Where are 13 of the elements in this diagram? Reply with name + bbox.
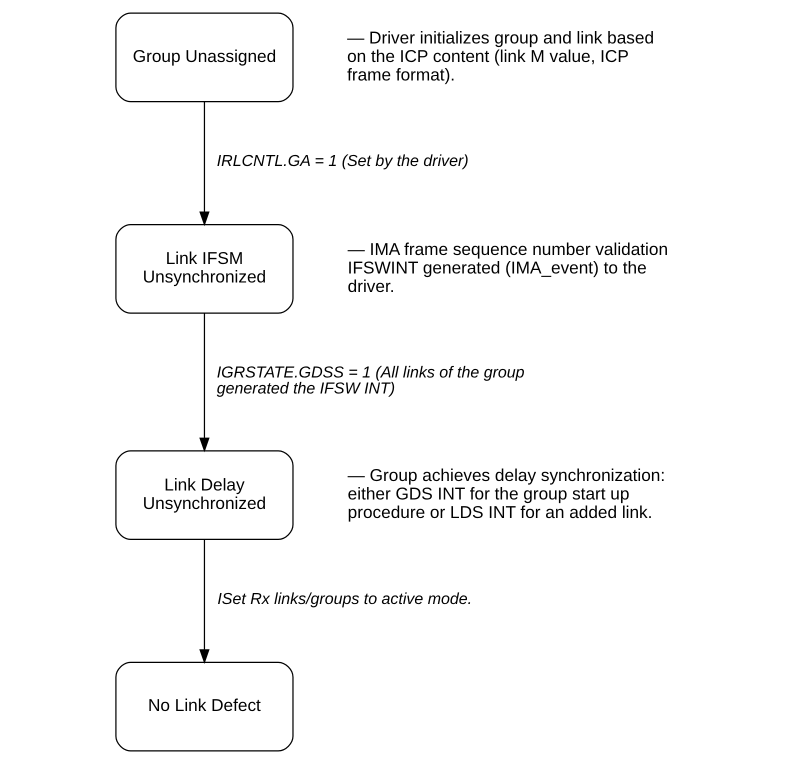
arrow: [199, 540, 210, 664]
edge-label: IRLCNTL.GA = 1 (Set by the driver): [216, 153, 469, 170]
edge-label: IGRSTATE.GDSS = 1 (All links of the group generated the IFSW INT): [216, 364, 525, 398]
edge-label: ISet Rx links/groups to active mode.: [217, 590, 472, 608]
arrow: [199, 102, 210, 226]
arrow: [199, 313, 210, 452]
node-label: — IMA frame sequence number validation IFSWINT generated (IMA_event) to the driver.: [348, 238, 668, 296]
node-label: — Group achieves delay synchronization: either GDS INT for the group start up procedure or LDS INT for an added link.: [348, 465, 666, 522]
node-box: Link IFSM Unsynchronized: [115, 224, 294, 314]
node-label: — Driver initializes group and link based on the ICP content (link M value, ICP frame format).: [347, 27, 654, 84]
node-box: No Link Defect: [115, 662, 294, 752]
node-box: Link Delay Unsynchronized: [115, 450, 294, 540]
node-box: Group Unassigned: [115, 12, 294, 102]
